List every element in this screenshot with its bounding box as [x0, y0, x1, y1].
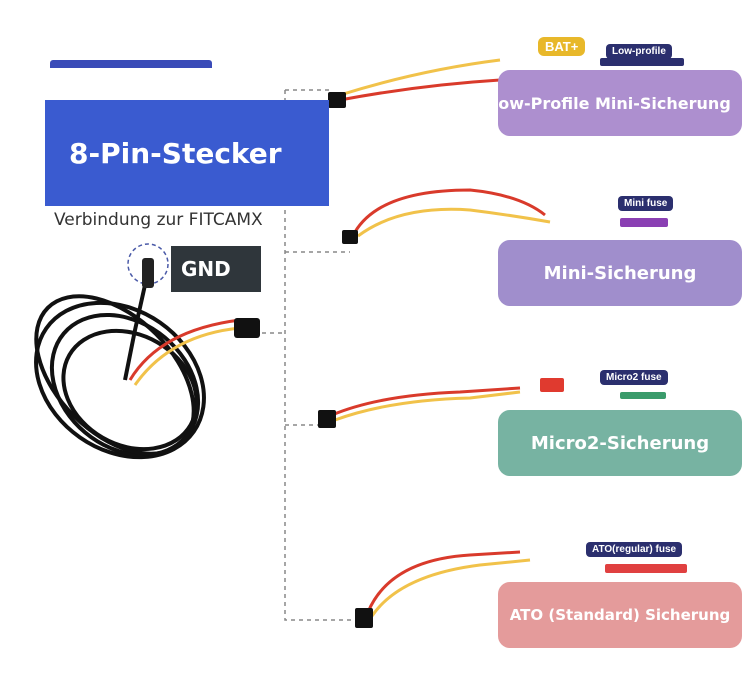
fuse-tag-low-profile: Low-profile	[606, 44, 672, 59]
fuse-label-ato: ATO (Standard) Sicherung	[509, 606, 731, 624]
ato-fuse-image	[605, 564, 687, 573]
main-connector	[234, 318, 260, 338]
title-box: 8-Pin-Stecker	[45, 100, 329, 206]
fuse-box-low-profile: Low-Profile Mini-Sicherung	[498, 70, 742, 136]
wire-set-4	[355, 550, 531, 628]
micro2-fuse-image	[620, 392, 666, 399]
fuse-box-mini: Mini-Sicherung	[498, 240, 742, 306]
fuse-label-micro2: Micro2-Sicherung	[530, 432, 710, 454]
fuse-label-low-profile: Low-Profile Mini-Sicherung	[498, 93, 731, 113]
connection-subtitle: Verbindung zur FITCAMX	[54, 210, 263, 230]
fuse-tag-ato: ATO(regular) fuse	[586, 542, 683, 557]
gnd-connector	[142, 258, 154, 288]
fuse-box-micro2: Micro2-Sicherung	[498, 410, 742, 476]
fuse-tag-mini: Mini fuse	[618, 196, 674, 211]
wire-set-3	[318, 378, 564, 428]
main-wire-yellow	[133, 326, 241, 386]
low-profile-fuse-image	[600, 58, 684, 66]
fuse-box-ato: ATO (Standard) Sicherung	[498, 582, 742, 648]
header-accent-bar	[50, 60, 212, 68]
fuse-tag-micro2: Micro2 fuse	[600, 370, 668, 385]
bat-plus-label: BAT+	[538, 37, 586, 56]
main-wire-red	[128, 318, 241, 381]
gnd-label: GND	[171, 246, 261, 292]
wire-set-2	[342, 188, 551, 244]
coiled-cable	[34, 284, 206, 460]
page-title: 8-Pin-Stecker	[69, 136, 282, 170]
mini-fuse-image	[620, 218, 668, 227]
fuse-label-mini: Mini-Sicherung	[543, 262, 697, 284]
dashed-connector-lines	[262, 89, 352, 621]
wire-set-1	[328, 58, 501, 108]
